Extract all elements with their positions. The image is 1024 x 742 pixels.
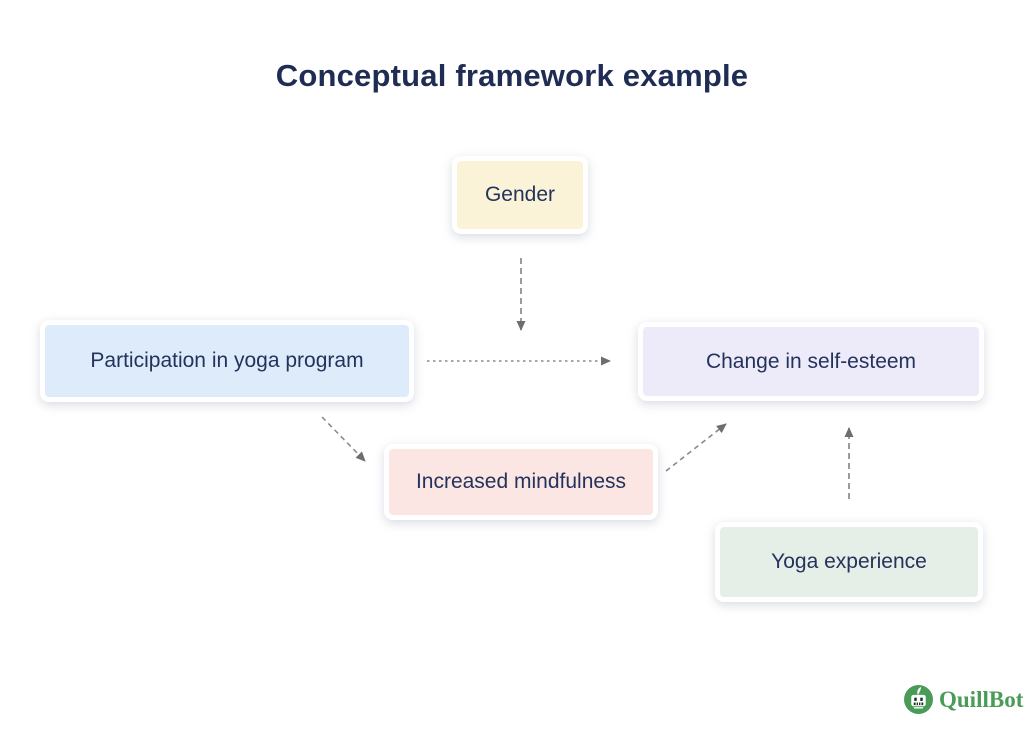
quillbot-robot-icon [904,685,933,714]
quillbot-logo-text: QuillBot [939,686,1024,712]
node-change-in-self-esteem: Change in self-esteem [638,322,984,401]
node-gender: Gender [452,156,588,234]
node-self-esteem-label: Change in self-esteem [705,349,917,373]
node-participation-in-yoga-program: Participation in yoga program [40,320,414,402]
quillbot-logo: QuillBot [904,685,1023,714]
node-yoga-label: Yoga experience [771,550,927,573]
node-increased-mindfulness: Increased mindfulness [384,444,658,520]
node-participation-label: Participation in yoga program [90,349,364,372]
node-yoga-experience: Yoga experience [715,522,983,602]
node-mindfulness-label: Increased mindfulness [415,470,627,493]
diagram-title: Conceptual framework example [275,58,749,93]
arrow-participation-to-mindfulness [321,416,366,462]
arrow-mindfulness-to-self-esteem [665,423,727,472]
node-gender-label: Gender [484,183,556,206]
